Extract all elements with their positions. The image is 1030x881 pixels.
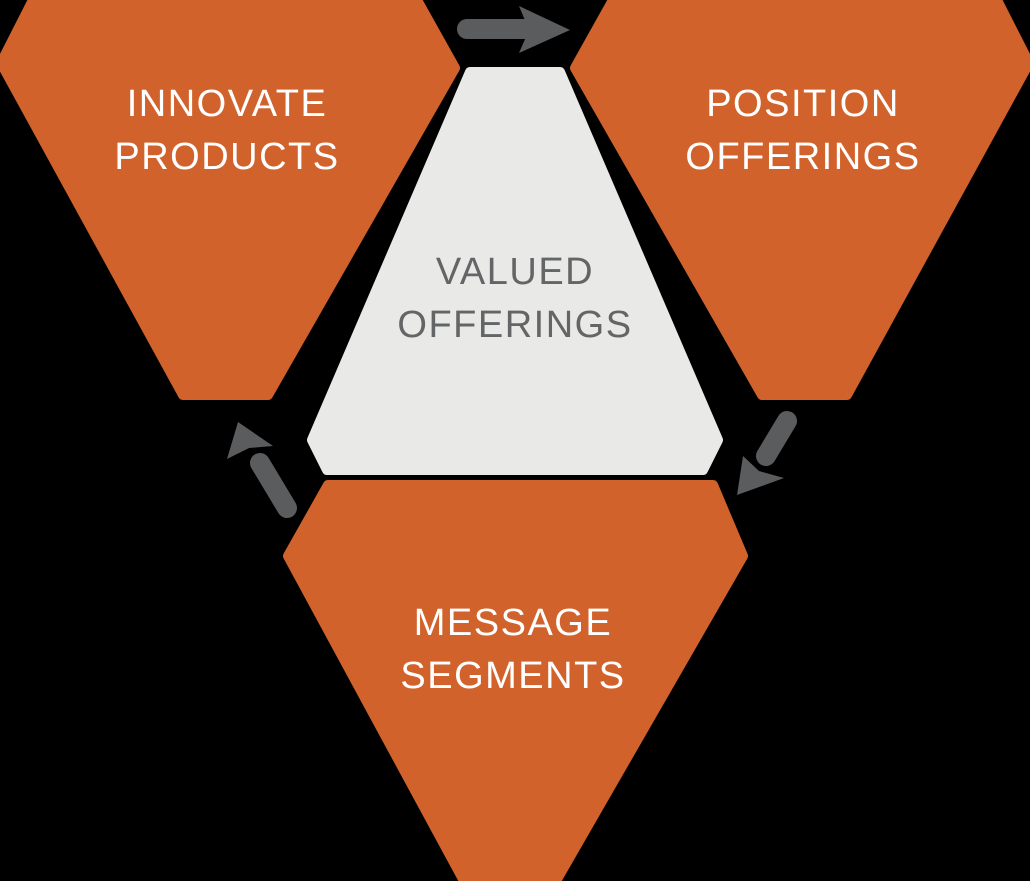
label-valued-offerings: VALUED OFFERINGS (397, 246, 632, 352)
label-line: OFFERINGS (397, 304, 633, 346)
arrow-up-left-icon (227, 422, 297, 518)
label-position-offerings: POSITION OFFERINGS (685, 78, 920, 184)
node-position-offerings-shape (570, 0, 1030, 400)
label-message-segments: MESSAGE SEGMENTS (400, 597, 625, 703)
label-line: OFFERINGS (685, 136, 921, 178)
label-line: POSITION (706, 83, 900, 125)
node-innovate-products-shape (0, 0, 460, 400)
node-message-segments-shape (283, 480, 748, 881)
label-line: SEGMENTS (400, 655, 626, 697)
label-line: VALUED (435, 251, 595, 293)
center-valued-offerings-shape (307, 67, 723, 475)
label-line: PRODUCTS (114, 136, 340, 178)
label-line: MESSAGE (413, 602, 613, 644)
label-line: INNOVATE (126, 83, 328, 125)
arrow-down-left-icon (737, 411, 797, 495)
label-innovate-products: INNOVATE PRODUCTS (114, 78, 339, 184)
arrow-right-icon (457, 6, 570, 53)
